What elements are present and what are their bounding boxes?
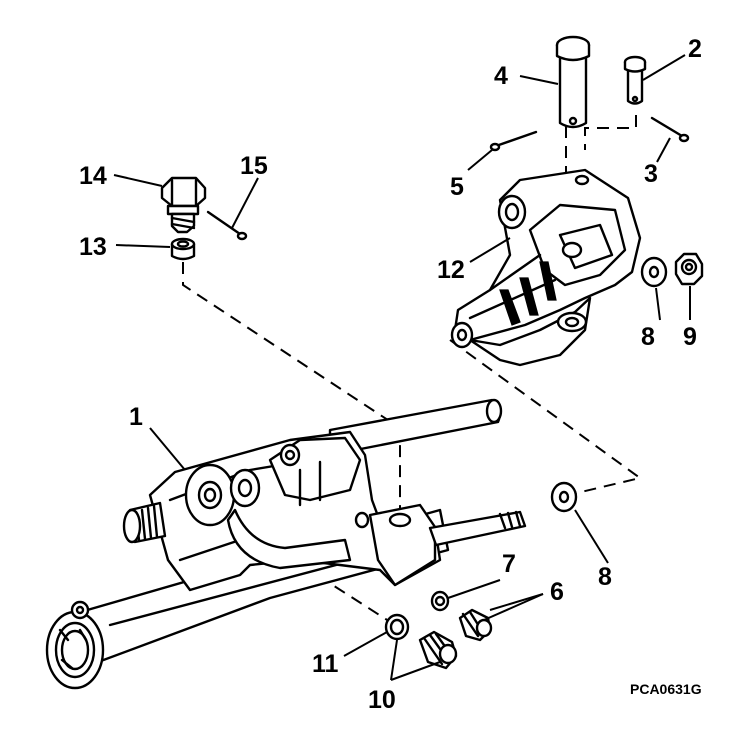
fitting-part-10 bbox=[418, 630, 458, 670]
callout-9: 9 bbox=[683, 323, 697, 351]
callout-6: 6 bbox=[550, 578, 564, 606]
callout-15: 15 bbox=[240, 152, 268, 180]
o-ring-part-7 bbox=[430, 590, 450, 612]
o-ring-part-11 bbox=[384, 613, 410, 641]
washer-part-8-lower bbox=[550, 481, 578, 513]
bushing-part-13 bbox=[170, 237, 196, 261]
callout-3: 3 bbox=[644, 160, 658, 188]
callout-11: 11 bbox=[312, 650, 339, 678]
cotter-pin-part-3 bbox=[650, 116, 690, 143]
pin-part-2 bbox=[623, 55, 647, 105]
callout-14: 14 bbox=[79, 162, 107, 190]
callout-5: 5 bbox=[450, 173, 464, 201]
leader-lines bbox=[113, 54, 691, 681]
fitting-part-6 bbox=[458, 608, 493, 642]
callout-1: 1 bbox=[129, 403, 143, 431]
pin-part-4 bbox=[555, 35, 591, 129]
cotter-pin-part-5 bbox=[489, 130, 538, 152]
callout-10: 10 bbox=[368, 686, 396, 714]
figure-code: PCA0631G bbox=[630, 681, 702, 697]
bolt-part-14 bbox=[160, 176, 207, 234]
callout-labels: 1 2 3 4 5 6 7 8 8 9 10 11 12 13 14 15 bbox=[79, 35, 702, 714]
callout-8-upper: 8 bbox=[641, 323, 655, 351]
callout-4: 4 bbox=[494, 62, 508, 90]
bracket-part-12 bbox=[450, 168, 642, 367]
callout-13: 13 bbox=[79, 233, 107, 261]
cotter-pin-part-15 bbox=[206, 210, 248, 241]
nut-part-9 bbox=[674, 252, 704, 286]
cylinder-assembly-part-1 bbox=[45, 398, 527, 690]
callout-2: 2 bbox=[688, 35, 702, 63]
washer-part-8-upper bbox=[640, 256, 668, 288]
callout-12: 12 bbox=[437, 256, 465, 284]
callout-8-lower: 8 bbox=[598, 563, 612, 591]
assembly-lines bbox=[182, 115, 643, 626]
callout-7: 7 bbox=[502, 550, 516, 578]
